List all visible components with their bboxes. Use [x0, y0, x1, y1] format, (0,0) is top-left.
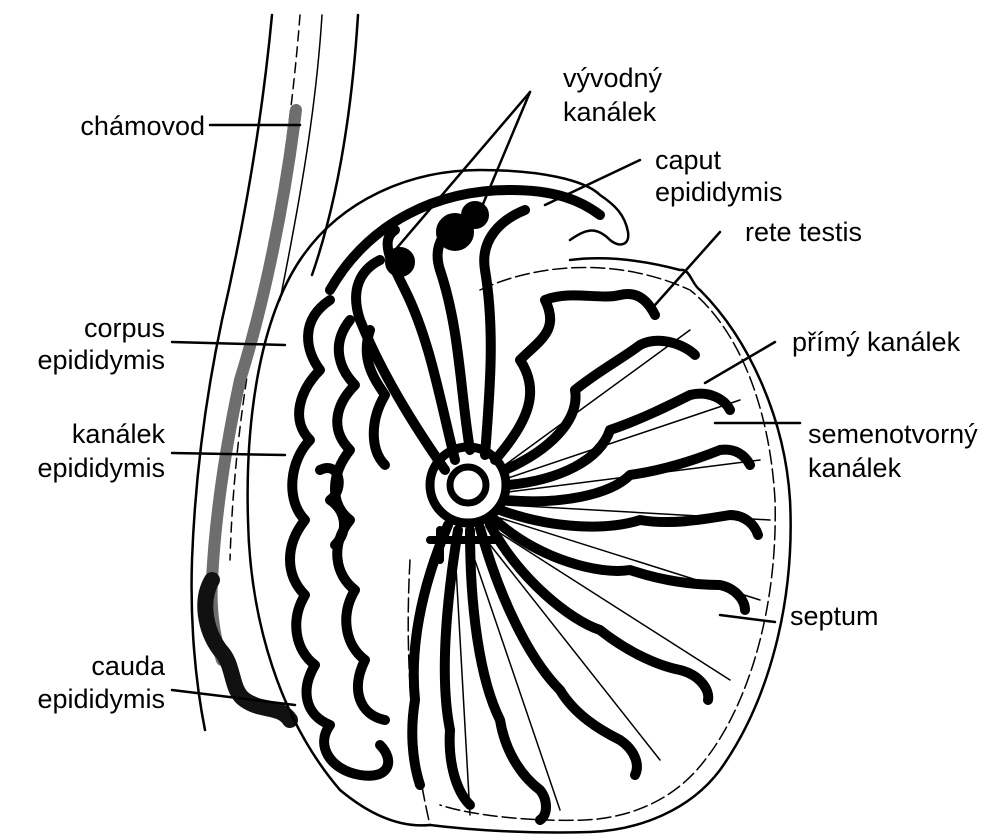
label-corpus-line2: epididymis [0, 344, 165, 376]
leader-caput [545, 160, 640, 205]
label-chamovod: chámovod [20, 110, 205, 142]
label-kanalek-epididymis-line2: epididymis [0, 452, 165, 484]
leader-septum [720, 615, 775, 622]
leader-primy [705, 342, 775, 383]
label-semenotvorny-line2: kanálek [808, 452, 901, 484]
label-kanalek-epididymis-line1: kanálek [0, 418, 165, 450]
leader-rete [655, 232, 720, 305]
efferent-ducts [356, 206, 525, 470]
epididymis-duct [290, 300, 388, 776]
label-caput-line2: epididymis [655, 176, 783, 208]
label-septum: septum [790, 600, 879, 632]
label-semenotvorny-line1: semenotvorný [808, 418, 978, 450]
leader-kanalek-epididymis [172, 453, 285, 455]
label-rete-testis: rete testis [745, 216, 862, 248]
label-vyvodny-line1: vývodný [563, 62, 662, 94]
label-cauda-line1: cauda [0, 650, 165, 682]
label-caput-line1: caput [655, 144, 721, 176]
label-vyvodny-line2: kanálek [563, 96, 656, 128]
leader-corpus [172, 342, 285, 345]
label-primy-kanalek: přímý kanálek [792, 326, 960, 358]
vas-deferens [192, 15, 358, 730]
label-corpus-line1: corpus [0, 312, 165, 344]
label-cauda-line2: epididymis [0, 683, 165, 715]
